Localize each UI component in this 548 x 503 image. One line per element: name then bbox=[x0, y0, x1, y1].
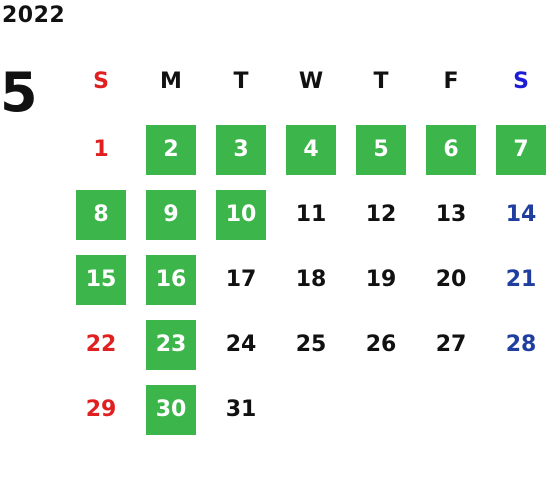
day-cell[interactable]: 25 bbox=[295, 332, 327, 357]
day-cell[interactable]: 18 bbox=[295, 267, 327, 292]
day-cell[interactable]: 21 bbox=[505, 267, 537, 292]
day-cell[interactable]: 20 bbox=[435, 267, 467, 292]
highlighted-day-cell[interactable]: 9 bbox=[146, 190, 196, 240]
day-cell[interactable]: 24 bbox=[225, 332, 257, 357]
day-cell[interactable]: 22 bbox=[85, 332, 117, 357]
highlighted-day-cell[interactable]: 2 bbox=[146, 125, 196, 175]
year-label: 2022 bbox=[2, 3, 66, 28]
highlighted-day-cell[interactable]: 8 bbox=[76, 190, 126, 240]
weekday-header-friday: F bbox=[443, 69, 459, 94]
highlighted-day-cell[interactable]: 4 bbox=[286, 125, 336, 175]
weekday-header-sunday: S bbox=[93, 69, 109, 94]
day-cell[interactable]: 26 bbox=[365, 332, 397, 357]
highlighted-day-cell[interactable]: 10 bbox=[216, 190, 266, 240]
highlighted-day-cell[interactable]: 7 bbox=[496, 125, 546, 175]
highlighted-day-cell[interactable]: 5 bbox=[356, 125, 406, 175]
day-cell[interactable]: 17 bbox=[225, 267, 257, 292]
day-cell[interactable]: 27 bbox=[435, 332, 467, 357]
day-cell[interactable]: 11 bbox=[295, 202, 327, 227]
weekday-header-monday: M bbox=[160, 69, 182, 94]
day-cell[interactable]: 12 bbox=[365, 202, 397, 227]
highlighted-day-cell[interactable]: 6 bbox=[426, 125, 476, 175]
day-cell[interactable]: 28 bbox=[505, 332, 537, 357]
weekday-header-thursday: T bbox=[373, 69, 389, 94]
highlighted-day-cell[interactable]: 15 bbox=[76, 255, 126, 305]
weekday-header-tuesday: T bbox=[233, 69, 249, 94]
day-cell[interactable]: 29 bbox=[85, 397, 117, 422]
day-cell[interactable]: 13 bbox=[435, 202, 467, 227]
month-number: 5 bbox=[0, 61, 38, 124]
day-cell[interactable]: 31 bbox=[225, 397, 257, 422]
day-cell[interactable]: 1 bbox=[93, 137, 109, 162]
weekday-header-wednesday: W bbox=[298, 69, 324, 94]
day-cell[interactable]: 14 bbox=[505, 202, 537, 227]
highlighted-day-cell[interactable]: 16 bbox=[146, 255, 196, 305]
weekday-header-saturday: S bbox=[513, 69, 529, 94]
highlighted-day-cell[interactable]: 30 bbox=[146, 385, 196, 435]
highlighted-day-cell[interactable]: 3 bbox=[216, 125, 266, 175]
day-cell[interactable]: 19 bbox=[365, 267, 397, 292]
highlighted-day-cell[interactable]: 23 bbox=[146, 320, 196, 370]
